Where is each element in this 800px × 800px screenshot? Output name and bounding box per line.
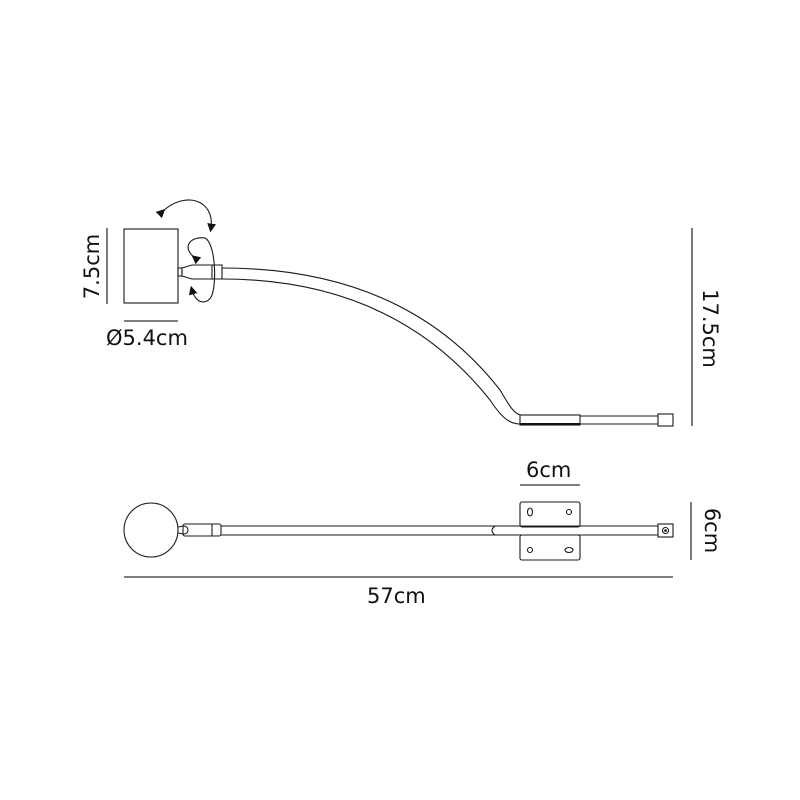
backplate-upper <box>519 501 581 528</box>
overall-length-label: 57cm <box>367 584 426 608</box>
head-height-label: 7.5cm <box>80 233 105 300</box>
rotate-arrow-icon <box>187 237 216 303</box>
end-cap <box>657 413 674 427</box>
screw-hole <box>565 508 573 516</box>
joint-top <box>177 525 189 535</box>
backplate-depth-label: 6cm <box>700 507 725 554</box>
side-view <box>106 199 693 427</box>
end-cap-top <box>657 523 674 538</box>
lamp-head <box>123 228 179 304</box>
overall-height-label: 17.5cm <box>697 289 722 368</box>
arm-upper-edge <box>221 267 521 416</box>
screw-slot <box>564 546 574 554</box>
connector-top <box>182 523 222 537</box>
screw-hole <box>526 546 534 554</box>
swivel-connector <box>181 264 223 280</box>
joint-knuckle <box>177 267 183 277</box>
screw-slot <box>526 507 534 517</box>
arm-lower-edge <box>221 278 521 425</box>
top-view <box>123 484 692 578</box>
tilt-arrow-icon <box>155 199 216 233</box>
head-top <box>123 502 179 558</box>
backplate-width-label: 6cm <box>526 458 572 482</box>
head-diameter-label: Ø5.4cm <box>106 326 188 350</box>
backplate-lower <box>519 534 581 561</box>
